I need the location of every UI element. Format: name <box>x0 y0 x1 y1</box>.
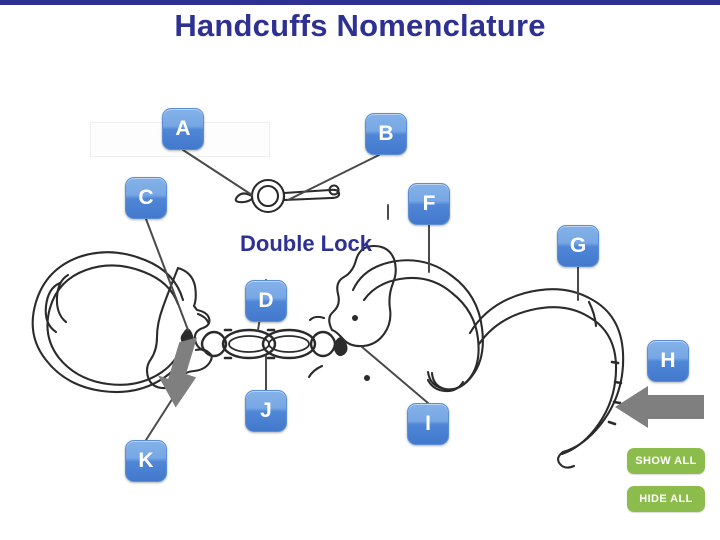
leader-lines <box>145 149 579 441</box>
right-cuff-bow-inner <box>362 276 480 391</box>
arrow-left-right <box>615 386 704 428</box>
right-cuff-rivet-top <box>352 315 358 321</box>
key-tip-knob <box>328 184 340 196</box>
key-ring-tab <box>234 192 254 204</box>
key-ring-outer <box>250 178 286 214</box>
chain-link-2-inner <box>268 335 310 353</box>
label-tile-c[interactable]: C <box>125 177 167 219</box>
right-cuff-keyhole <box>333 337 348 357</box>
right-cuff-notches <box>307 315 326 379</box>
ratchet-arm-tip <box>557 450 576 469</box>
label-tile-h[interactable]: H <box>647 340 689 382</box>
key-ring-inner <box>256 184 280 208</box>
label-tile-i[interactable]: I <box>407 403 449 445</box>
leader-line-C <box>145 218 189 331</box>
leader-line-B <box>287 154 380 201</box>
label-tile-j[interactable]: J <box>245 390 287 432</box>
emphasis-arrows <box>157 337 704 428</box>
left-cuff-body <box>145 266 213 390</box>
chain-link-joins <box>223 328 276 360</box>
right-cuff-bow-tip <box>426 378 465 393</box>
top-accent-bar <box>0 0 720 5</box>
show-all-button[interactable]: SHOW ALL <box>627 448 705 474</box>
label-tile-g[interactable]: G <box>557 225 599 267</box>
label-tile-b[interactable]: B <box>365 113 407 155</box>
right-cuff-bow-outer <box>351 259 484 391</box>
left-cuff-arm-inner <box>46 264 182 386</box>
left-cuff-notch-a <box>196 312 210 324</box>
leader-line-I <box>361 346 429 404</box>
label-tile-k[interactable]: K <box>125 440 167 482</box>
double-lock-caption: Double Lock <box>240 231 373 256</box>
left-cuff-arm-outer <box>31 251 188 394</box>
ratchet-teeth <box>607 360 623 426</box>
chain-link-pivot-right <box>309 330 337 358</box>
right-cuff-rivet-bottom <box>364 375 370 381</box>
label-tile-a[interactable]: A <box>162 108 204 150</box>
chain-link-2 <box>261 328 317 360</box>
label-tile-d[interactable]: D <box>245 280 287 322</box>
chain-link-1 <box>221 328 277 360</box>
hide-all-button[interactable]: HIDE ALL <box>627 486 705 512</box>
ratchet-arm-outer <box>468 288 625 454</box>
ratchet-arm-shoulder <box>587 300 598 328</box>
right-cuff-body <box>328 244 397 348</box>
key-shaft <box>282 188 341 202</box>
leader-line-A <box>182 149 253 196</box>
left-cuff-arm-pivot-lip <box>44 281 62 334</box>
ratchet-arm-inner <box>477 306 618 456</box>
page-title: Handcuffs Nomenclature <box>174 8 546 43</box>
arrow-up-left <box>157 337 198 408</box>
label-tile-f[interactable]: F <box>408 183 450 225</box>
left-cuff-arm-pivot-lip2 <box>55 273 70 324</box>
